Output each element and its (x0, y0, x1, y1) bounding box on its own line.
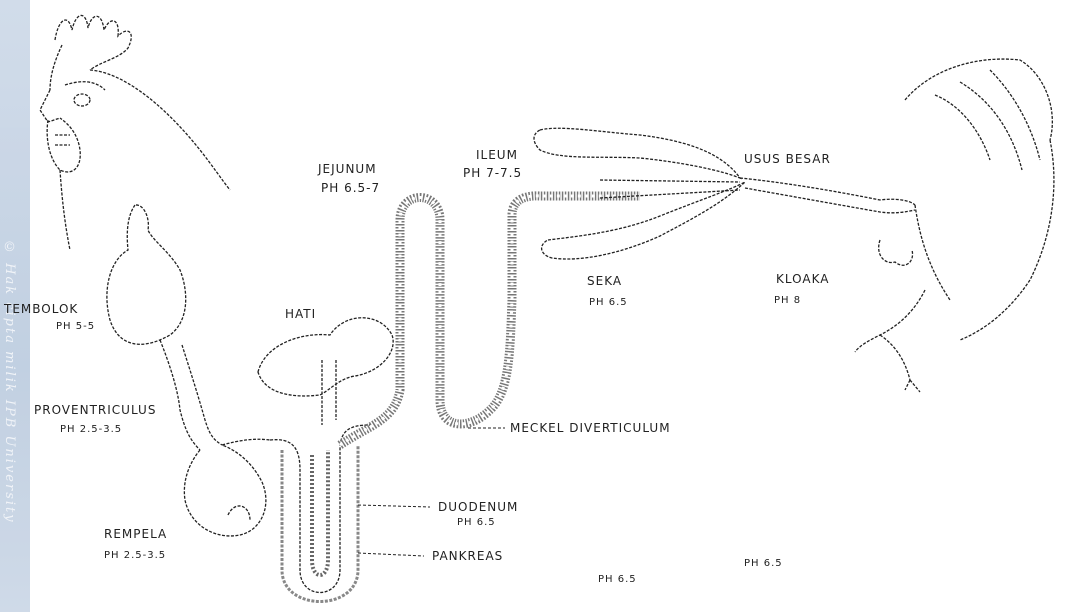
label-seka: SEKA (587, 274, 622, 288)
rooster-body-drawing (855, 59, 1054, 392)
label-ileum-ph: PH 7-7.5 (463, 166, 522, 180)
label-usus-besar: USUS BESAR (744, 152, 831, 166)
label-tembolok-ph: PH 5-5 (56, 320, 95, 334)
label-pankreas: PANKREAS (432, 549, 503, 563)
label-ph-bottom-right: PH 6.5 (744, 557, 783, 571)
label-tembolok: TEMBOLOK (4, 302, 78, 316)
label-rempela: REMPELA (104, 527, 167, 541)
label-proventriculus: PROVENTRICULUS (34, 403, 156, 417)
label-kloaka: KLOAKA (776, 272, 829, 286)
label-proventriculus-ph: PH 2.5-3.5 (60, 423, 122, 437)
liver-drawing (258, 318, 393, 425)
label-duodenum: DUODENUM (438, 500, 518, 514)
duodenum-pancreas-drawing (270, 425, 370, 602)
label-kloaka-ph: PH 8 (774, 294, 801, 308)
label-meckel-diverticulum: MECKEL DIVERTICULUM (510, 421, 671, 435)
label-ph-bottom-center: PH 6.5 (598, 573, 637, 587)
crop-proventriculus-gizzard-drawing (107, 205, 270, 536)
label-duodenum-ph: PH 6.5 (457, 516, 496, 530)
label-jejunum: JEJUNUM (318, 162, 377, 176)
rooster-head-drawing (40, 15, 230, 250)
ceca-large-intestine-drawing (534, 128, 915, 259)
label-ileum: ILEUM (476, 148, 518, 162)
label-hati: HATI (285, 307, 316, 321)
label-rempela-ph: PH 2.5-3.5 (104, 549, 166, 563)
label-seka-ph: PH 6.5 (589, 296, 628, 310)
label-jejunum-ph: PH 6.5-7 (321, 181, 380, 195)
